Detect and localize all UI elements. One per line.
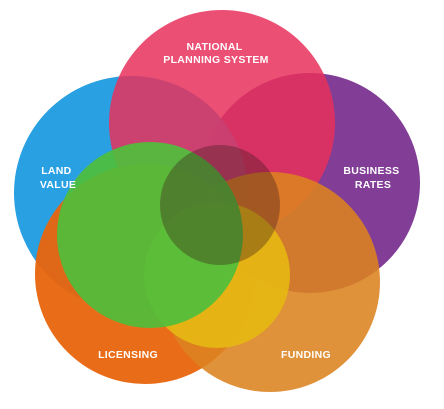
label-national-planning-system: NATIONAL PLANNING SYSTEM [163,41,268,66]
label-funding: FUNDING [281,349,331,361]
intersection-shade [160,145,280,265]
circle-center-overlay [57,142,243,328]
label-licensing: LICENSING [98,349,158,361]
label-land-value: LAND VALUE [40,165,76,191]
label-business-rates: BUSINESS RATES [343,165,402,191]
